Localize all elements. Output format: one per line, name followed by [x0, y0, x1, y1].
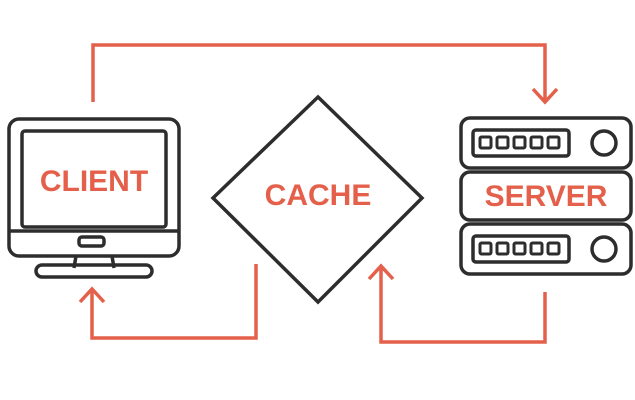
monitor-base — [34, 263, 154, 279]
arrowhead-cache-bottom — [367, 263, 395, 281]
drive-bay-bottom — [471, 234, 571, 264]
client-node: CLIENT — [7, 117, 181, 279]
monitor-button — [77, 235, 106, 248]
cache-label: CACHE — [265, 179, 372, 212]
power-led-bottom — [590, 235, 618, 263]
server-rack-icon — [459, 116, 633, 276]
server-unit-middle — [459, 170, 633, 222]
diamond-icon — [210, 94, 425, 305]
drive-bay-top — [471, 128, 571, 158]
monitor-screen — [20, 129, 168, 229]
arrow-cache-to-client — [90, 264, 258, 340]
arrowhead-client-bottom — [78, 286, 106, 304]
drive-slots-top — [478, 135, 561, 150]
arrow-server-to-cache — [379, 268, 547, 344]
server-unit-top — [459, 116, 633, 170]
power-led-top — [590, 129, 618, 157]
drive-slots-bottom — [478, 241, 561, 256]
server-unit-bottom — [459, 222, 633, 276]
server-label: SERVER — [485, 180, 608, 213]
monitor-frame — [7, 117, 181, 258]
monitor-icon — [7, 117, 181, 279]
connectors — [78, 43, 559, 344]
arrow-client-to-server — [91, 43, 547, 102]
server-node: SERVER — [459, 116, 633, 276]
arrowhead-server-top — [531, 87, 559, 105]
client-label: CLIENT — [40, 165, 148, 198]
cache-node: CACHE — [210, 94, 425, 305]
